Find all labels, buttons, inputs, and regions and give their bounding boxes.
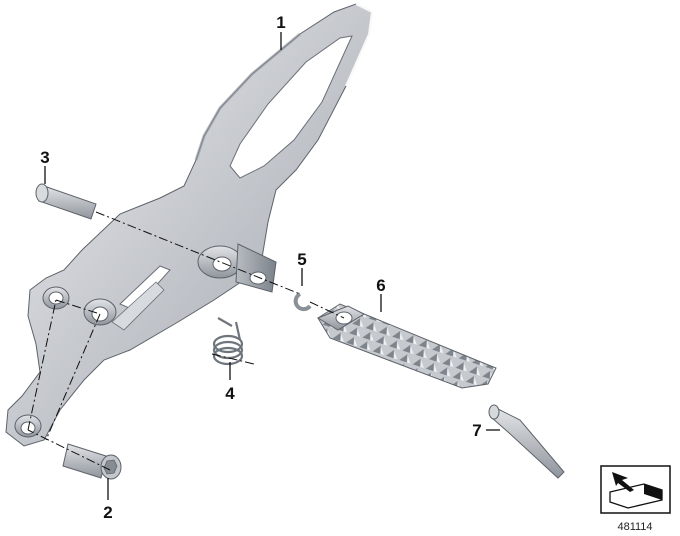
callout-1: 1 xyxy=(276,13,286,50)
callout-5: 5 xyxy=(297,250,307,286)
callout-4: 4 xyxy=(225,362,235,403)
svg-text:6: 6 xyxy=(376,276,385,295)
svg-text:2: 2 xyxy=(103,503,112,522)
pin xyxy=(35,183,97,220)
callout-7: 7 xyxy=(472,421,500,440)
svg-text:7: 7 xyxy=(472,421,481,440)
svg-text:4: 4 xyxy=(225,384,235,403)
footrest-bracket xyxy=(5,3,374,447)
hex-bolt xyxy=(62,443,122,480)
callout-2: 2 xyxy=(103,478,113,522)
wear-tip xyxy=(488,404,565,479)
reference-number: 481114 xyxy=(617,521,652,533)
circlip xyxy=(293,292,312,312)
svg-text:1: 1 xyxy=(276,13,285,32)
callout-3: 3 xyxy=(40,148,50,184)
svg-text:3: 3 xyxy=(40,148,49,167)
svg-text:5: 5 xyxy=(297,250,306,269)
footrest-peg xyxy=(316,303,497,389)
partial-view-icon xyxy=(600,465,671,514)
assembly-lines xyxy=(27,211,345,471)
torsion-spring xyxy=(212,317,244,366)
callout-6: 6 xyxy=(376,276,386,312)
